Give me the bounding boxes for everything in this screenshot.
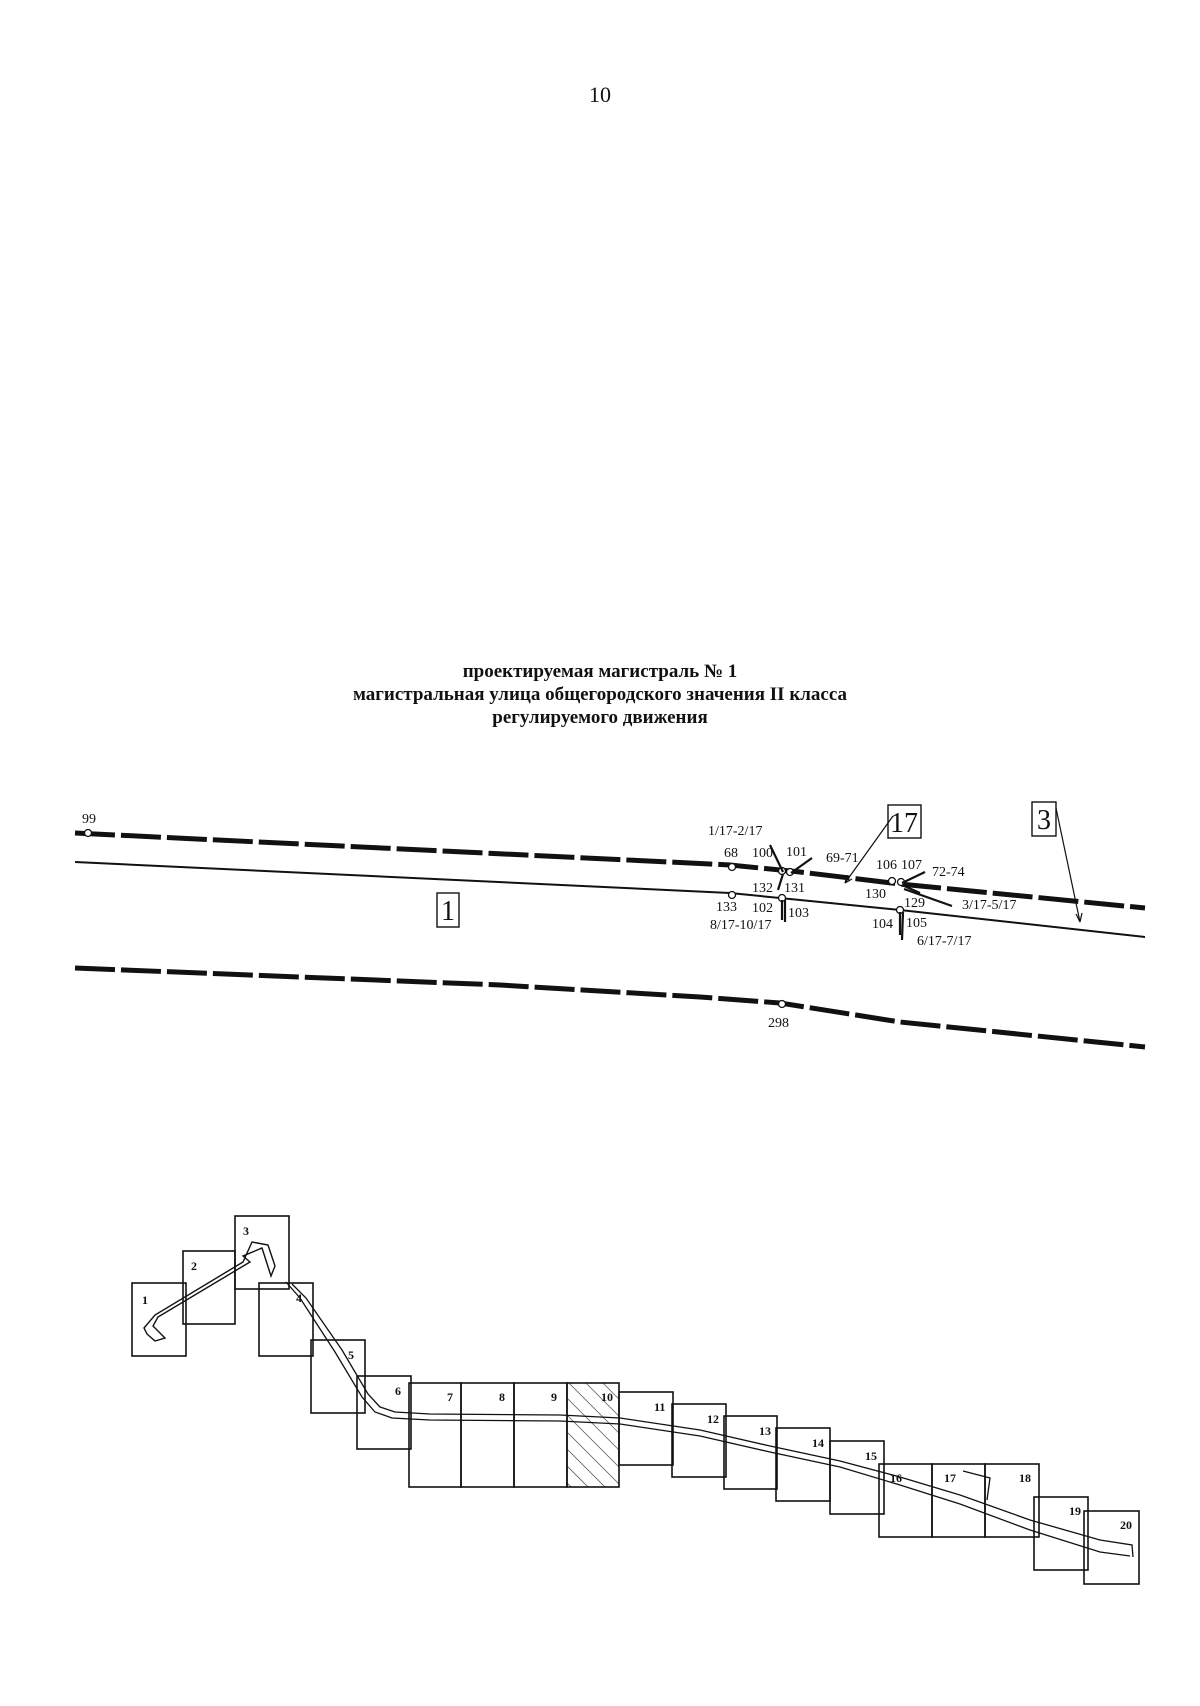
sheet-label-18: 18: [1019, 1471, 1031, 1485]
label-129: 129: [904, 896, 925, 911]
sheet-label-1: 1: [142, 1293, 148, 1307]
sheet-label-13: 13: [759, 1424, 771, 1438]
label-101: 101: [786, 845, 807, 860]
key-map-road-right: [291, 1283, 1134, 1558]
sheet-label-20: 20: [1120, 1518, 1132, 1532]
label-130: 130: [865, 887, 886, 902]
sheet-box-12: [671, 1403, 727, 1478]
sheet-label-15: 15: [865, 1449, 877, 1463]
sheet-box-4: [258, 1282, 314, 1357]
sheet-label-17: 17: [944, 1471, 956, 1485]
lower-red-line: [74, 965, 1146, 1050]
point-106: [887, 876, 897, 886]
sheet-box-15: [829, 1440, 885, 1515]
label-132: 132: [752, 881, 773, 896]
upper-red-line: [74, 830, 1146, 911]
label-104: 104: [872, 917, 893, 932]
label-103: 103: [788, 906, 809, 921]
point-298: [777, 999, 787, 1009]
sheet-box-1: [131, 1282, 187, 1357]
label-100: 100: [752, 846, 773, 861]
key-map-road: [143, 1241, 276, 1342]
sheet-box-9: [513, 1382, 568, 1488]
label-106: 106: [876, 858, 897, 873]
sheet-label-16: 16: [890, 1471, 902, 1485]
label-3-17-5-17: 3/17-5/17: [962, 898, 1016, 913]
sheet-box-13: [723, 1415, 778, 1490]
page-number: 10: [589, 82, 611, 107]
label-133: 133: [716, 900, 737, 915]
key-map-labels: 1 2 3 4 5 6 7 8 9 10 11 12 13 14 15 16 1…: [142, 1224, 1132, 1532]
svg-text:3: 3: [1037, 805, 1051, 836]
sheet-label-9: 9: [551, 1390, 557, 1404]
point-99: [83, 828, 93, 838]
sheet-label-11: 11: [654, 1400, 665, 1414]
point-133: [727, 890, 737, 900]
title-line-3: регулируемого движения: [492, 707, 708, 728]
label-298: 298: [768, 1016, 789, 1031]
label-99: 99: [82, 812, 96, 827]
sheet-box-7: [408, 1382, 462, 1488]
sheet-label-6: 6: [395, 1384, 401, 1398]
svg-text:17: 17: [890, 808, 918, 839]
sheet-label-5: 5: [348, 1348, 354, 1362]
sheet-label-7: 7: [447, 1390, 453, 1404]
sheet-box-18: [984, 1463, 1040, 1538]
sheet-number-box: 17: [887, 804, 922, 839]
sheet-label-2: 2: [191, 1259, 197, 1273]
road-number-box: 1: [436, 892, 460, 928]
sheet-box-3: [234, 1215, 290, 1290]
road-axis-line: [74, 861, 1146, 938]
label-6-17-7-17: 6/17-7/17: [917, 934, 971, 949]
label-1-17-2-17: 1/17-2/17: [708, 824, 762, 839]
title-line-2: магистральная улица общегородского значе…: [352, 684, 848, 705]
key-map-branch-17: [962, 1470, 991, 1501]
point-68: [727, 862, 737, 872]
sheet-label-4: 4: [296, 1291, 302, 1305]
sheet-label-14: 14: [812, 1436, 824, 1450]
label-69-71: 69-71: [826, 851, 859, 866]
zone-number-box: 3: [1031, 801, 1057, 837]
label-72-74: 72-74: [932, 865, 965, 880]
title-line-1: проектируемая магистраль № 1: [462, 661, 738, 682]
leader-lines: [769, 844, 953, 941]
sheet-10-hatch: [567, 1383, 619, 1487]
label-102: 102: [752, 901, 773, 916]
key-map-road-left: [285, 1281, 1131, 1557]
plan-title: проектируемая магистраль № 1 магистральн…: [0, 660, 1200, 729]
sheet-box-16: [878, 1463, 933, 1538]
point-markers: [83, 828, 906, 1009]
sheet-label-10: 10: [601, 1390, 613, 1404]
point-labels: 99 1/17-2/17 68 100 101 69-71 106 107 72…: [82, 812, 1016, 1031]
svg-text:1: 1: [441, 896, 455, 927]
label-68: 68: [724, 846, 738, 861]
zone-arrows: [844, 807, 1083, 923]
sheet-label-3: 3: [243, 1224, 249, 1238]
sheet-box-19: [1033, 1496, 1089, 1571]
sheet-box-11: [618, 1391, 674, 1466]
sheet-label-19: 19: [1069, 1504, 1081, 1518]
sheet-label-12: 12: [707, 1412, 719, 1426]
key-map: [131, 1215, 1140, 1585]
label-107: 107: [901, 858, 922, 873]
label-8-17-10-17: 8/17-10/17: [710, 918, 771, 933]
sheet-box-8: [460, 1382, 515, 1488]
label-105: 105: [906, 916, 927, 931]
sheet-label-8: 8: [499, 1390, 505, 1404]
label-131: 131: [784, 881, 805, 896]
